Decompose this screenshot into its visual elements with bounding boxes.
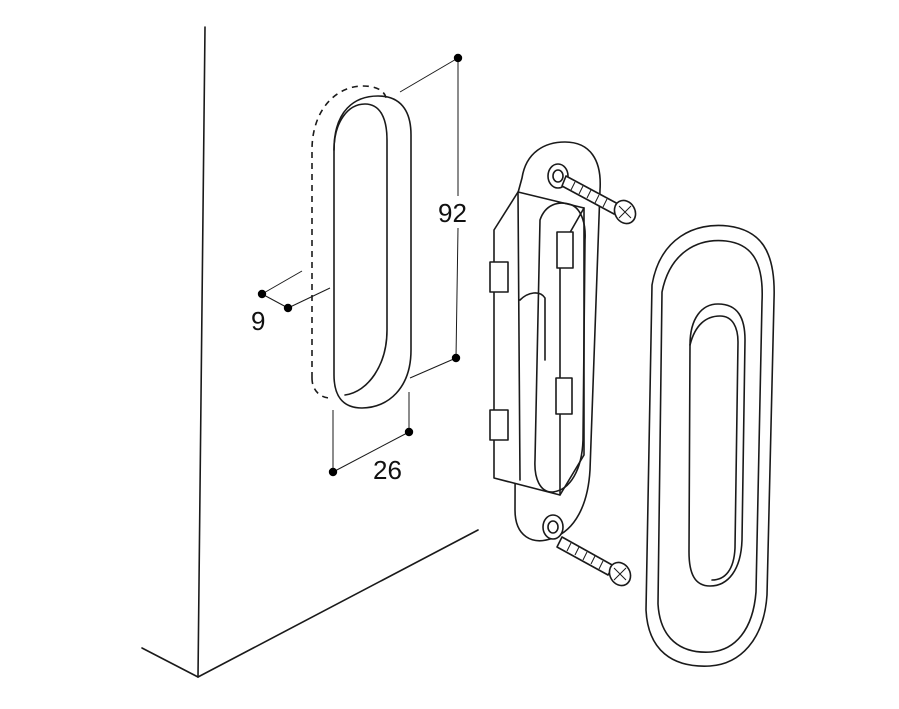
door-cutout [311,85,412,409]
bracket-bottom-hole [542,514,564,540]
cutout-inner-recess [333,103,388,396]
dimension-width: 26 [328,392,414,485]
mounting-bracket [489,141,601,542]
handle-cover-outer [645,224,775,667]
dimension-depth-label: 9 [251,306,265,336]
cutout-hidden-outline [311,85,387,378]
dimension-depth-dot-2 [283,303,293,313]
cutout-front-rim [333,95,412,409]
handle-cover [645,224,775,667]
handle-cover-rim [657,239,763,653]
dimension-width-left-dot [328,467,338,477]
handle-cover-recess [688,303,746,587]
screw-bottom [556,536,632,587]
dimension-width-label: 26 [373,455,402,485]
dimension-height-top-dot [453,53,463,63]
dimension-height: 92 [399,53,467,379]
dimension-width-right-dot [404,427,414,437]
dimension-depth: 9 [251,270,331,336]
dimension-depth-dot-1 [257,289,267,299]
door-panel [141,26,479,678]
dimension-height-bottom-dot [451,353,461,363]
dimension-height-label: 92 [438,198,467,228]
screw-top [561,175,637,225]
